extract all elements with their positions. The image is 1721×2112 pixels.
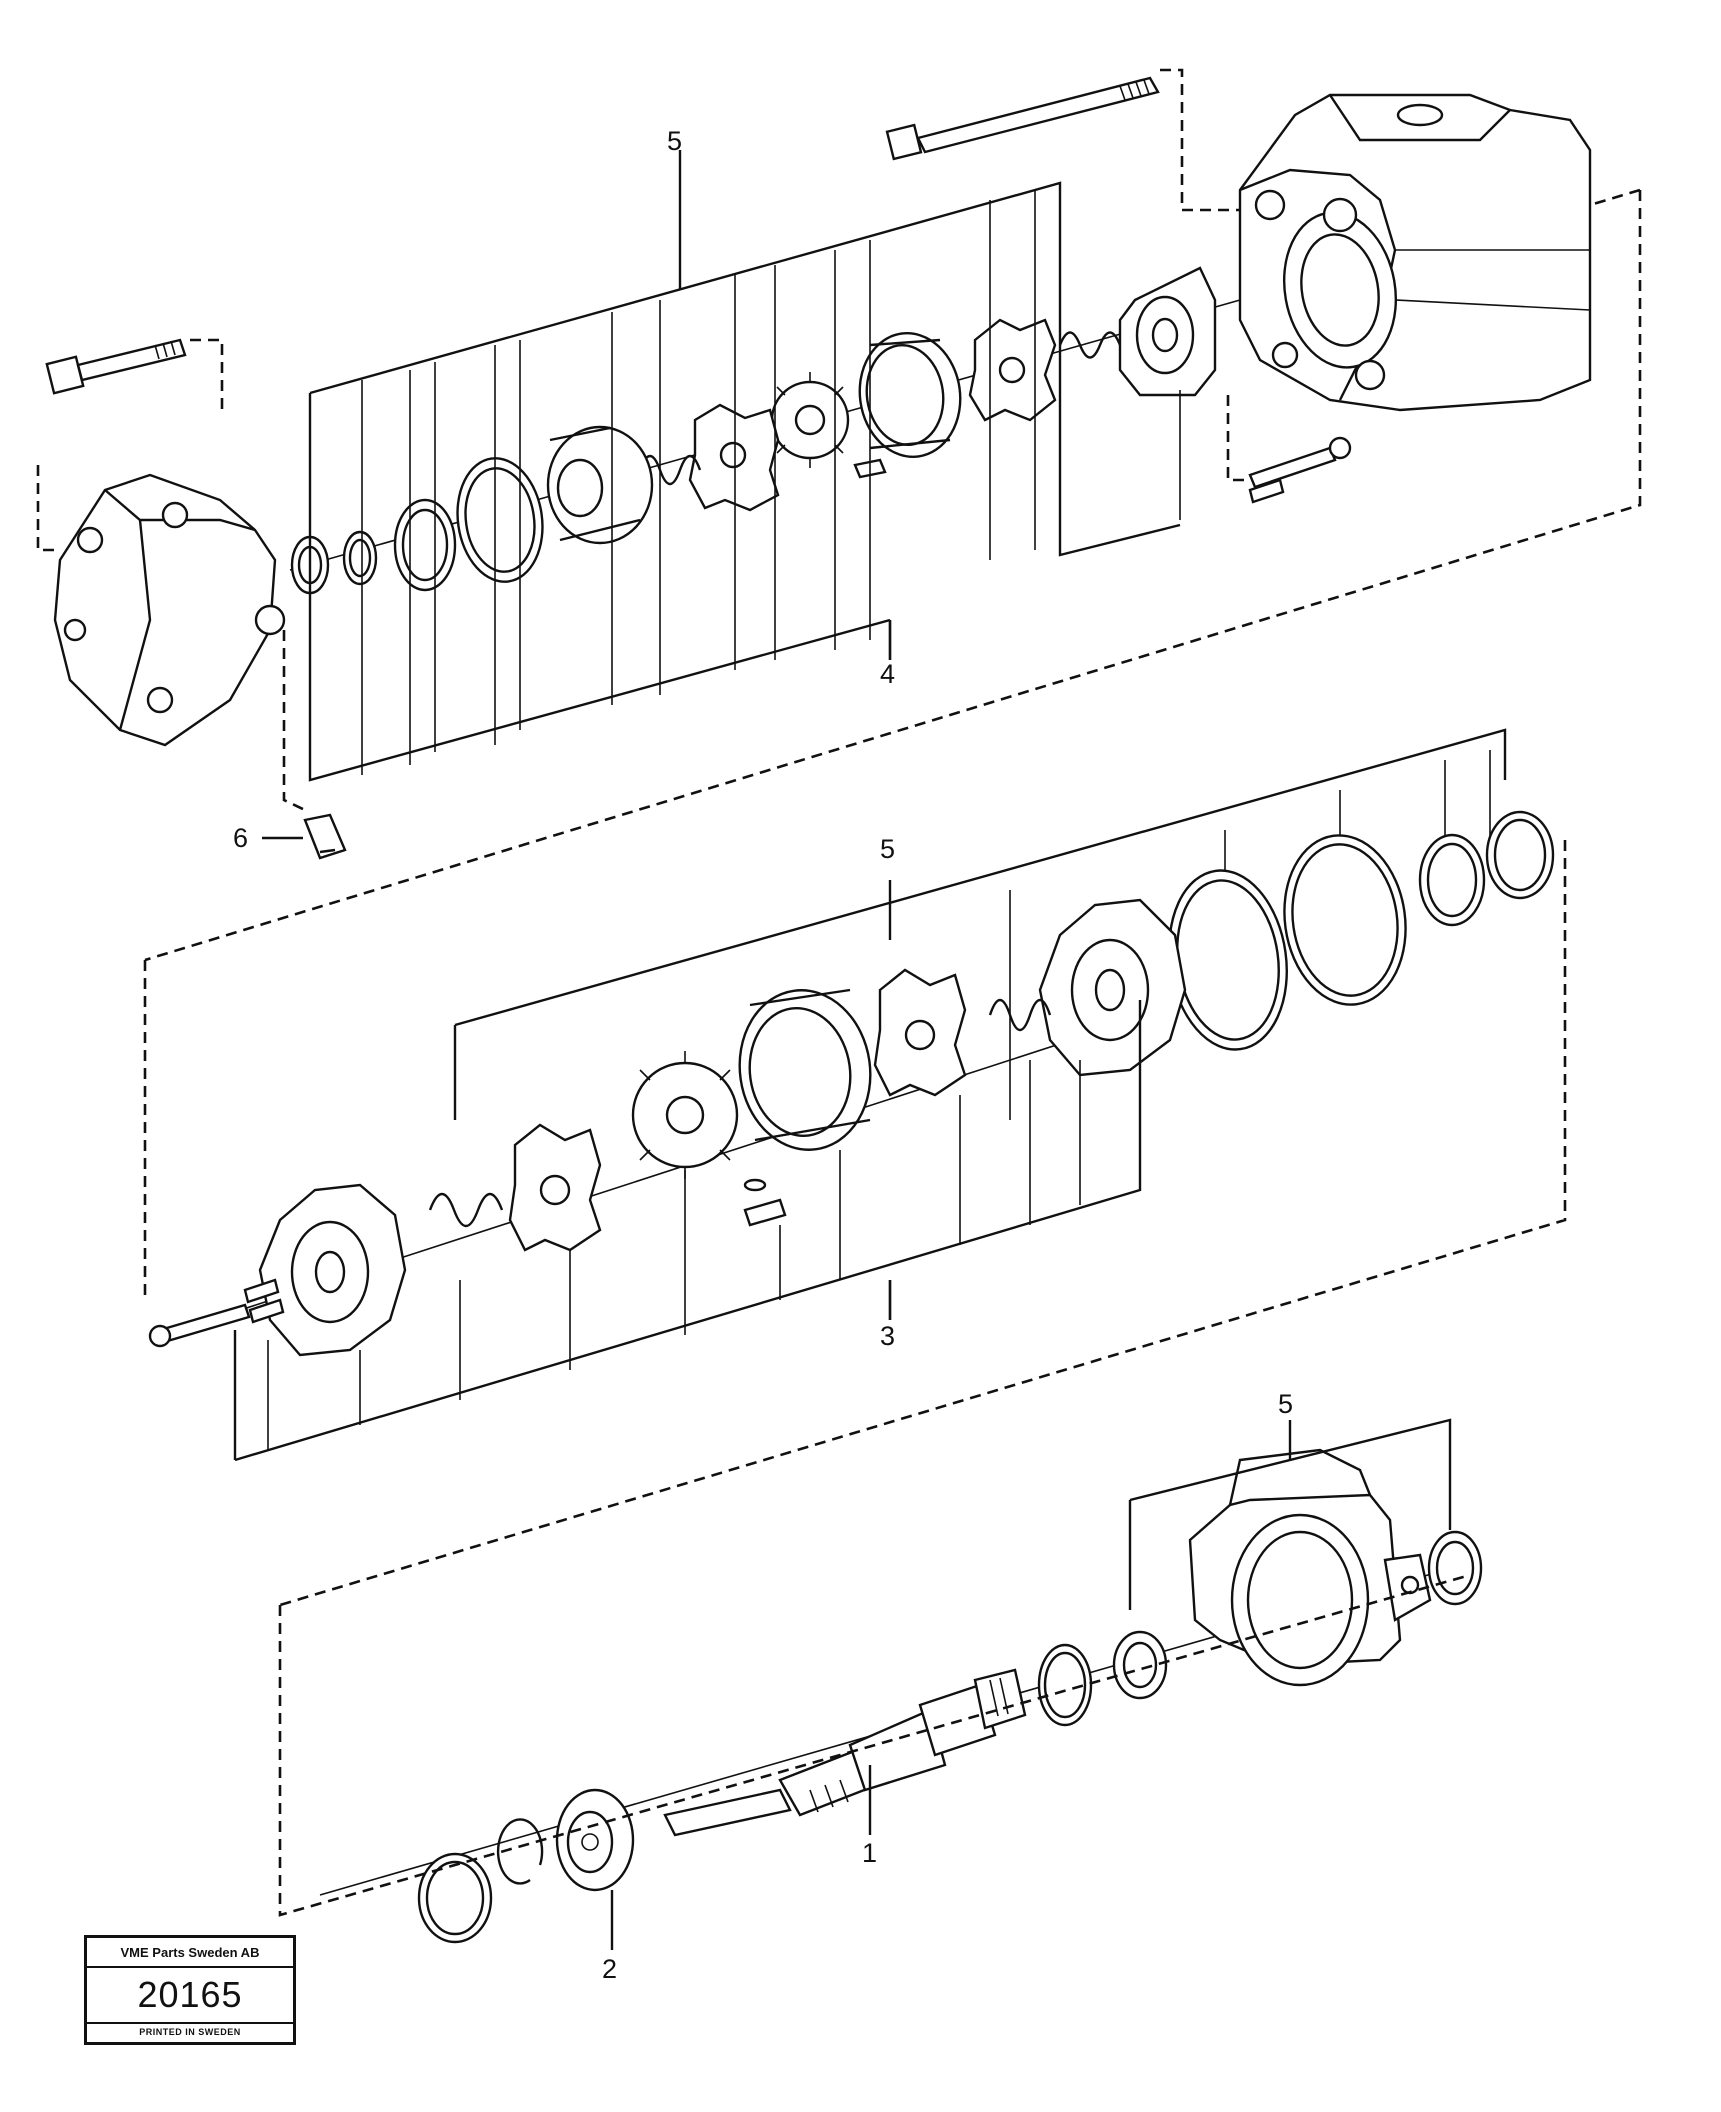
callout-5-middle: 5 [880, 834, 895, 864]
upper-assembly [36, 68, 1592, 860]
callout-2: 2 [602, 1954, 617, 1984]
upper-bracket [308, 150, 1181, 782]
housing-dashed-link [1226, 395, 1250, 482]
middle-bracket-5 [453, 728, 1507, 1120]
upper-dashed-frame [144, 188, 1642, 962]
rear-housing [1238, 93, 1592, 412]
middle-assembly [148, 728, 1555, 1462]
callout-4: 4 [880, 659, 895, 689]
stamp-company: VME Parts Sweden AB [87, 1938, 293, 1968]
middle-bracket-3 [233, 1000, 1142, 1462]
lower-dashed-frame [278, 1573, 1471, 1917]
middle-dashed-frame [143, 840, 1567, 1607]
long-bolt-top [885, 76, 1160, 161]
callout-5-top: 5 [667, 126, 682, 156]
cover-dashed-link [36, 338, 224, 552]
stamp-number: 20165 [137, 1974, 243, 2015]
front-cover [53, 473, 286, 747]
callout-1: 1 [862, 1838, 877, 1868]
parts-stamp: VME Parts Sweden AB 20165 PRINTED IN SWE… [84, 1935, 296, 2045]
lower-assembly [319, 1418, 1483, 1950]
stamp-printed: PRINTED IN SWEDEN [87, 2022, 293, 2040]
cover-bolt [45, 338, 187, 395]
callout-5-bottom: 5 [1278, 1389, 1293, 1419]
front-housing [1188, 1448, 1432, 1687]
callout-3: 3 [880, 1321, 895, 1351]
upper-parts [290, 266, 1217, 595]
fitting-part-6 [303, 813, 347, 860]
fitting-dashed-link [282, 630, 306, 812]
callout-6: 6 [233, 823, 248, 853]
housing-bolt-small [1248, 436, 1352, 504]
shaft-part-1 [663, 1668, 1027, 1837]
bolt-link-dashed [1160, 68, 1240, 212]
